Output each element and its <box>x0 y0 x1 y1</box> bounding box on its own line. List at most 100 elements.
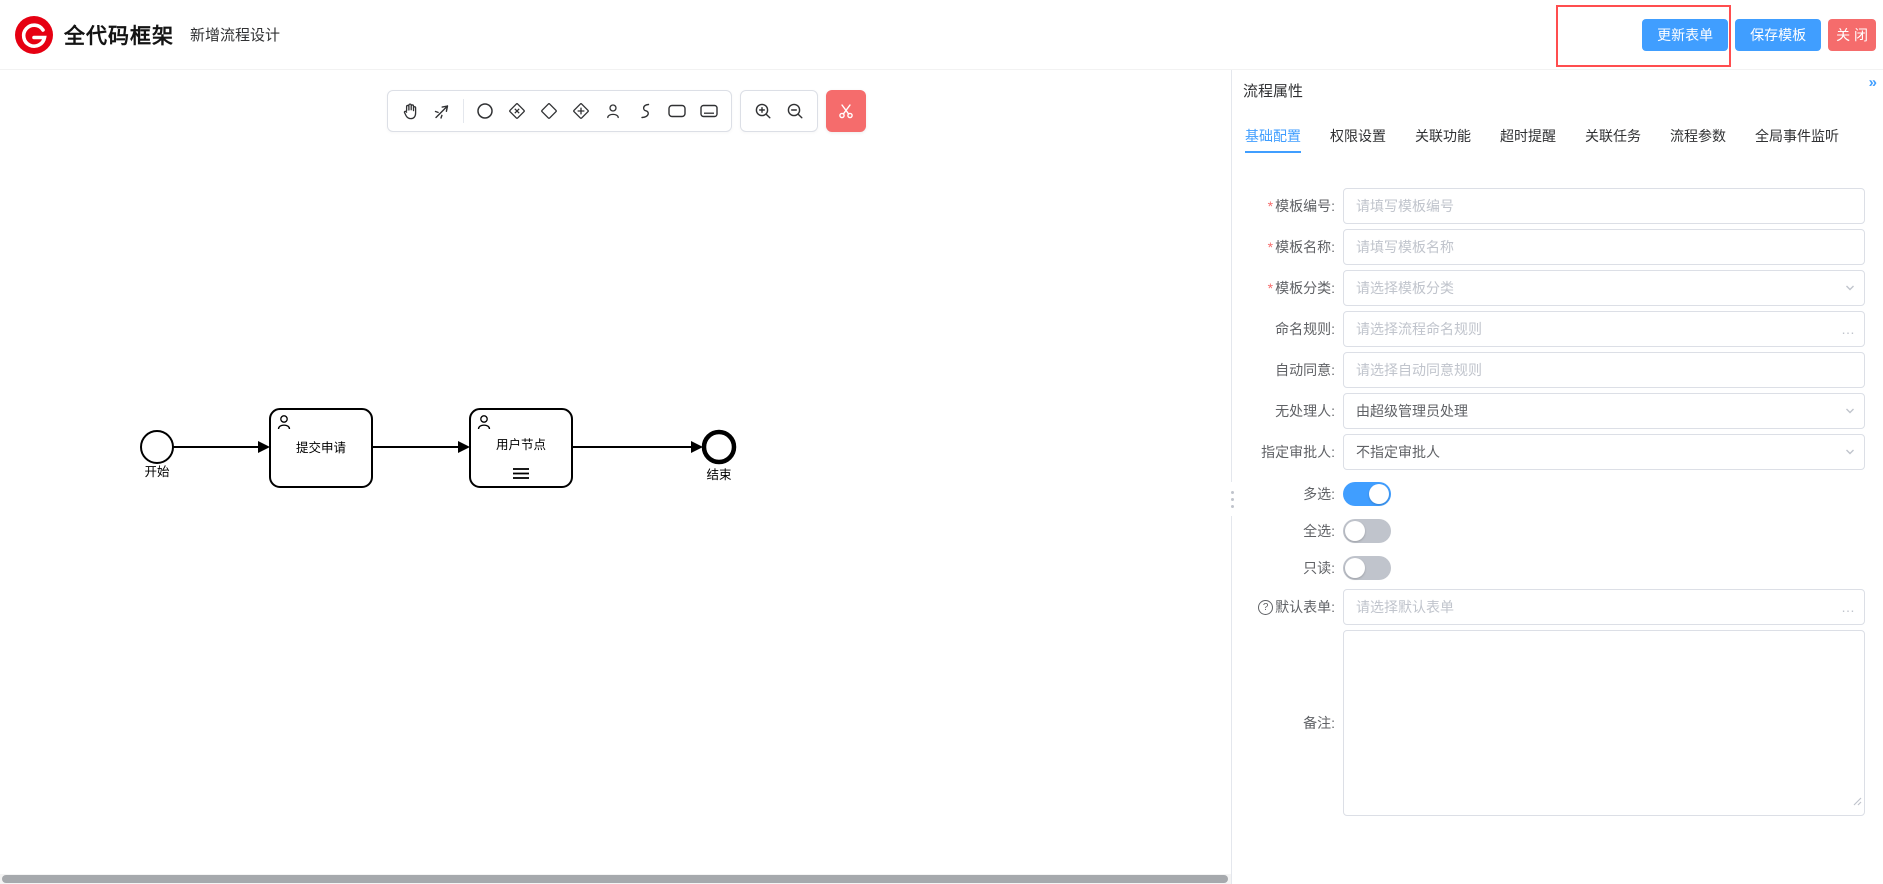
script-squiggle-icon <box>641 103 650 119</box>
default-form-input[interactable] <box>1343 589 1865 625</box>
flow-designer-canvas[interactable]: 开始 提交申请 用户节点 <box>0 70 1232 884</box>
toolbar-divider <box>463 99 464 123</box>
subprocess-tool-button[interactable] <box>693 95 725 127</box>
multi-select-toggle[interactable] <box>1343 482 1391 506</box>
template-name-row: * 模板名称: <box>1243 229 1865 265</box>
horizontal-scrollbar-thumb[interactable] <box>2 875 1228 883</box>
template-name-input[interactable] <box>1343 229 1865 265</box>
template-name-label: * 模板名称: <box>1267 239 1335 255</box>
close-button[interactable]: 关 闭 <box>1828 18 1876 51</box>
remark-textarea[interactable] <box>1343 630 1865 816</box>
start-event-icon <box>477 103 493 119</box>
hand-tool-button[interactable] <box>394 95 426 127</box>
start-event-node[interactable]: 开始 <box>140 430 174 479</box>
auto-agree-input[interactable] <box>1343 352 1865 388</box>
tab-timeout-reminder[interactable]: 超时提醒 <box>1500 128 1556 144</box>
multi-instance-marker-icon <box>513 468 529 479</box>
multi-select-label: 多选: <box>1303 486 1335 502</box>
no-handler-row: 无处理人: 由超级管理员处理 <box>1243 393 1865 429</box>
connection-arrow-icon <box>434 105 449 119</box>
exclusive-gateway-tool-button[interactable] <box>501 95 533 127</box>
save-template-button[interactable]: 保存模板 <box>1735 18 1822 51</box>
assigned-approver-row: 指定审批人: 不指定审批人 <box>1243 434 1865 470</box>
connection-tool-button[interactable] <box>426 95 458 127</box>
required-mark: * <box>1267 198 1274 214</box>
user-icon <box>607 104 619 119</box>
zoom-out-icon <box>787 103 803 119</box>
task-node-user[interactable]: 用户节点 <box>469 408 573 488</box>
user-icon <box>477 415 491 430</box>
readonly-row: 只读: <box>1243 552 1865 584</box>
start-event-label: 开始 <box>144 465 170 479</box>
tab-process-params[interactable]: 流程参数 <box>1670 128 1726 144</box>
readonly-toggle[interactable] <box>1343 556 1391 580</box>
basic-config-form: * 模板编号: * 模板名称: * 模板分类: 请选择模板分类 <box>1243 188 1865 816</box>
palette-group <box>387 90 732 132</box>
logo-icon <box>15 15 53 54</box>
tab-related-task[interactable]: 关联任务 <box>1585 128 1641 144</box>
gateway-icon <box>541 103 557 119</box>
assigned-approver-select[interactable]: 不指定审批人 <box>1343 434 1865 470</box>
default-form-label: ? 默认表单: <box>1243 597 1343 617</box>
clear-canvas-button[interactable] <box>826 90 866 132</box>
required-mark: * <box>1267 280 1274 296</box>
help-icon[interactable]: ? <box>1258 599 1274 615</box>
naming-rule-row: 命名规则: … <box>1243 311 1865 347</box>
exclusive-gateway-icon <box>509 103 525 119</box>
tab-global-event-listener[interactable]: 全局事件监听 <box>1755 128 1839 144</box>
template-code-input[interactable] <box>1343 188 1865 224</box>
panel-title: 流程属性 <box>1243 83 1304 100</box>
assigned-approver-label: 指定审批人: <box>1261 444 1335 460</box>
tab-permission[interactable]: 权限设置 <box>1330 128 1386 144</box>
script-task-tool-button[interactable] <box>629 95 661 127</box>
zoom-out-button[interactable] <box>779 95 811 127</box>
naming-rule-label: 命名规则: <box>1275 321 1335 337</box>
tab-basic-config[interactable]: 基础配置 <box>1245 128 1301 153</box>
multi-select-row: 多选: <box>1243 478 1865 510</box>
required-mark: * <box>1267 239 1274 255</box>
process-properties-panel: 流程属性 » 基础配置 权限设置 关联功能 超时提醒 关联任务 流程参数 全局事… <box>1233 70 1883 884</box>
brand: 全代码框架 <box>14 15 174 55</box>
task-node-submit[interactable]: 提交申请 <box>269 408 373 488</box>
select-all-toggle[interactable] <box>1343 519 1391 543</box>
collapse-panel-icon[interactable]: » <box>1868 74 1877 91</box>
auto-agree-row: 自动同意: <box>1243 352 1865 388</box>
sequence-flow-3[interactable] <box>572 441 703 453</box>
no-handler-label: 无处理人: <box>1275 403 1335 419</box>
task-tool-button[interactable] <box>661 95 693 127</box>
template-code-row: * 模板编号: <box>1243 188 1865 224</box>
task1-label: 提交申请 <box>296 440 346 455</box>
user-icon <box>277 415 291 430</box>
zoom-group <box>740 90 818 132</box>
sequence-flow-2[interactable] <box>372 441 470 453</box>
no-handler-select[interactable]: 由超级管理员处理 <box>1343 393 1865 429</box>
readonly-label: 只读: <box>1303 560 1335 576</box>
subprocess-rect-icon <box>700 104 718 118</box>
parallel-gateway-icon <box>573 103 589 119</box>
zoom-in-button[interactable] <box>747 95 779 127</box>
remark-row: 备注: <box>1243 630 1865 816</box>
update-form-button[interactable]: 更新表单 <box>1642 18 1729 51</box>
panel-resize-handle[interactable] <box>1226 482 1239 516</box>
brand-name: 全代码框架 <box>64 24 174 48</box>
tab-related-function[interactable]: 关联功能 <box>1415 128 1471 144</box>
naming-rule-input[interactable] <box>1343 311 1865 347</box>
gateway-tool-button[interactable] <box>533 95 565 127</box>
template-code-label: * 模板编号: <box>1267 198 1335 214</box>
zoom-in-icon <box>755 103 771 119</box>
auto-agree-label: 自动同意: <box>1275 362 1335 378</box>
parallel-gateway-tool-button[interactable] <box>565 95 597 127</box>
template-category-select[interactable]: 请选择模板分类 <box>1343 270 1865 306</box>
sequence-flow-1[interactable] <box>173 441 270 453</box>
user-task-tool-button[interactable] <box>597 95 629 127</box>
task2-label: 用户节点 <box>496 437 546 452</box>
flow-diagram: 开始 提交申请 用户节点 <box>140 408 737 488</box>
clear-icon <box>839 104 853 119</box>
header: 全代码框架 新增流程设计 更新表单 保存模板 关 闭 <box>0 0 1883 70</box>
page-title: 新增流程设计 <box>190 27 281 44</box>
horizontal-scrollbar[interactable] <box>0 874 1231 884</box>
start-event-tool-button[interactable] <box>469 95 501 127</box>
panel-tabs: 基础配置 权限设置 关联功能 超时提醒 关联任务 流程参数 全局事件监听 <box>1245 128 1865 153</box>
end-event-node[interactable]: 结束 <box>701 429 737 482</box>
default-form-row: ? 默认表单: … <box>1243 589 1865 625</box>
